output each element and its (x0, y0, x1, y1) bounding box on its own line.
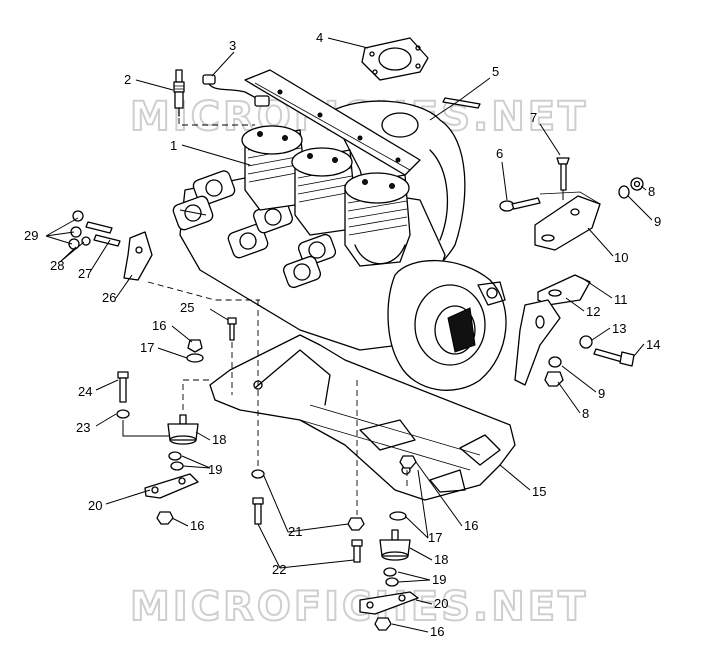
washer-17-left (186, 353, 204, 363)
callout-20-b: 20 (434, 596, 448, 611)
callout-19-a: 19 (208, 462, 222, 477)
bolt-7 (556, 157, 570, 200)
callout-9-top: 9 (654, 214, 661, 229)
callout-4: 4 (316, 30, 323, 45)
callout-26: 26 (102, 290, 116, 305)
callout-10: 10 (614, 250, 628, 265)
bracket-12 (514, 274, 591, 386)
nut-21-b (347, 517, 365, 531)
washer-13 (579, 335, 593, 349)
spark-plug (173, 69, 255, 126)
callout-5: 5 (492, 64, 499, 79)
stator-cover (387, 259, 507, 391)
washer-21-a (251, 469, 265, 479)
head-gasket (361, 37, 429, 81)
bolt-22-b (351, 539, 363, 563)
bolt-14 (593, 348, 635, 367)
bolt-25 (227, 317, 237, 341)
callout-8-top: 8 (648, 184, 655, 199)
callout-7: 7 (530, 110, 537, 125)
callout-13: 13 (612, 321, 626, 336)
bolt-22-a (252, 497, 264, 525)
callout-19-b: 19 (432, 572, 446, 587)
washer-9-top (618, 185, 630, 199)
mount-plate-15 (209, 334, 516, 501)
nut-8-top (630, 177, 644, 191)
callout-28: 28 (50, 258, 64, 273)
plate-20-right (359, 591, 419, 615)
head-cover-rail (244, 69, 421, 176)
bracket-10 (534, 191, 601, 251)
leader-23 (122, 420, 170, 437)
callout-8-bottom: 8 (582, 406, 589, 421)
washer-19-right-b (385, 577, 399, 587)
callout-9-bottom: 9 (598, 386, 605, 401)
engine-assembly (172, 69, 507, 391)
callout-6: 6 (496, 146, 503, 161)
callout-16-b: 16 (190, 518, 204, 533)
callout-15: 15 (532, 484, 546, 499)
callout-23: 23 (76, 420, 90, 435)
callout-22: 22 (272, 562, 286, 577)
washer-23 (116, 409, 130, 419)
callout-20-a: 20 (88, 498, 102, 513)
washer-19-right-a (383, 567, 397, 577)
callout-24: 24 (78, 384, 92, 399)
rubber-mount-18-left (167, 414, 199, 445)
callout-16-c: 16 (464, 518, 478, 533)
washer-19-left-a (168, 451, 182, 461)
fasteners-27-28-29 (68, 210, 121, 250)
callout-29: 29 (24, 228, 38, 243)
decal-strip (442, 97, 481, 109)
callout-11: 11 (614, 292, 628, 307)
washer-17-right (389, 511, 407, 521)
washer-19-left-b (170, 461, 184, 471)
callout-21: 21 (288, 524, 302, 539)
washer-9-bottom (548, 356, 562, 368)
leader-lines (45, 37, 653, 633)
nut-8-bottom (544, 371, 564, 387)
callout-16-d: 16 (430, 624, 444, 639)
callout-12: 12 (586, 304, 600, 319)
callout-1: 1 (170, 138, 177, 153)
nut-16-left-lower (156, 511, 174, 525)
dash-left-mount (182, 379, 210, 410)
bracket-26 (123, 231, 153, 281)
callout-16-a: 16 (152, 318, 166, 333)
callout-2: 2 (124, 72, 131, 87)
callout-14: 14 (646, 337, 660, 352)
callout-17-a: 17 (140, 340, 154, 355)
rubber-mount-18-right (379, 529, 411, 561)
dash-26 (147, 281, 260, 301)
callout-3: 3 (229, 38, 236, 53)
callout-27: 27 (78, 266, 92, 281)
watermark-bottom: MICROFICHES.NET (130, 584, 588, 630)
bolt-24 (117, 371, 129, 403)
callout-17-b: 17 (428, 530, 442, 545)
nut-16-right-upper (399, 455, 417, 469)
callout-25: 25 (180, 300, 194, 315)
sensor-wire (202, 74, 270, 107)
callout-18-a: 18 (212, 432, 226, 447)
plate-20-left (144, 473, 199, 499)
callout-18-b: 18 (434, 552, 448, 567)
callout-labels: 1 2 3 4 5 6 7 8 9 10 11 12 13 14 9 8 15 … (24, 30, 661, 639)
bolt-6 (499, 197, 541, 212)
nut-16-left-upper (187, 339, 203, 353)
nut-16-right-lower (374, 617, 392, 631)
